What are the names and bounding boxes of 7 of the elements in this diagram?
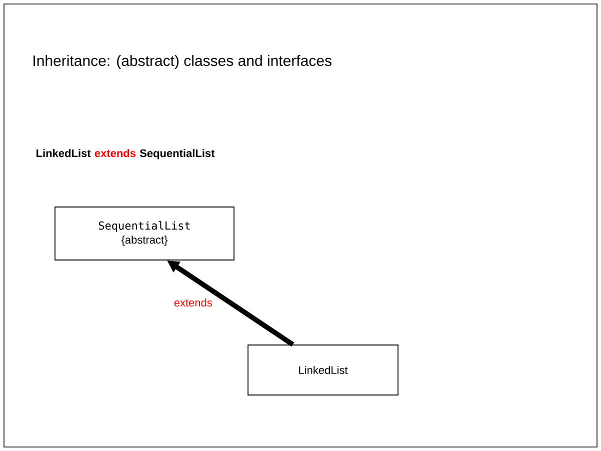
class-box: LinkedList xyxy=(248,344,398,396)
heading-text: SequentialList xyxy=(140,149,215,160)
heading-text: LinkedList xyxy=(36,149,91,158)
title: Inheritance: (abstract) classes and interfaces xyxy=(34,55,332,69)
class-box: SequentialList {abstract} xyxy=(54,206,234,260)
edge-label: extends xyxy=(174,298,212,307)
heading-text: extends xyxy=(94,149,136,158)
